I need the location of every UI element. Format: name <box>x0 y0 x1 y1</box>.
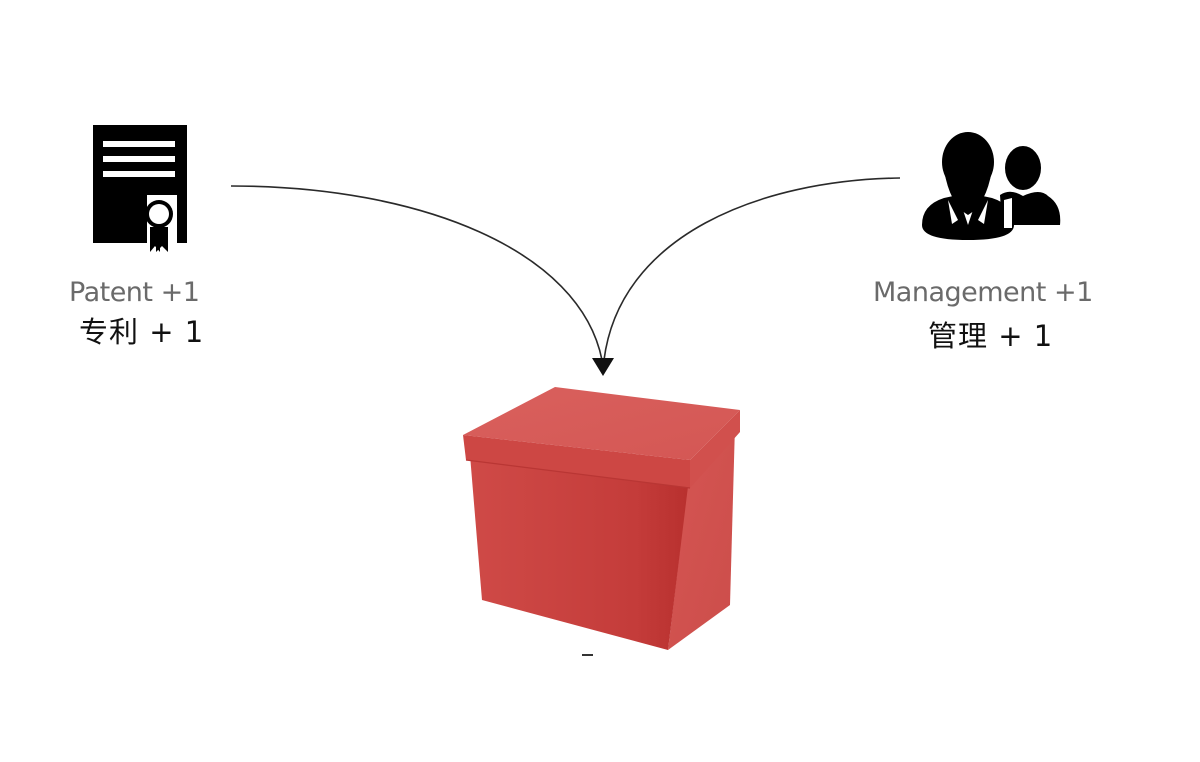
users-group-icon <box>922 132 1061 240</box>
patent-node: Patent +1 专利 + 1 <box>60 275 220 349</box>
management-node: Management +1 管理 + 1 <box>860 275 1120 355</box>
management-label-zh: 管理 + 1 <box>928 319 1054 353</box>
management-label-en: Management +1 <box>873 277 1093 308</box>
arrowhead-icon <box>592 358 614 376</box>
small-dash-mark <box>582 654 593 656</box>
certificate-icon <box>93 125 187 252</box>
edge-patent-to-box <box>230 185 603 361</box>
patent-label-en: Patent +1 <box>69 277 200 308</box>
edge-management-to-box <box>603 177 901 361</box>
patent-label-zh: 专利 + 1 <box>79 315 205 349</box>
red-box-icon <box>463 387 740 650</box>
